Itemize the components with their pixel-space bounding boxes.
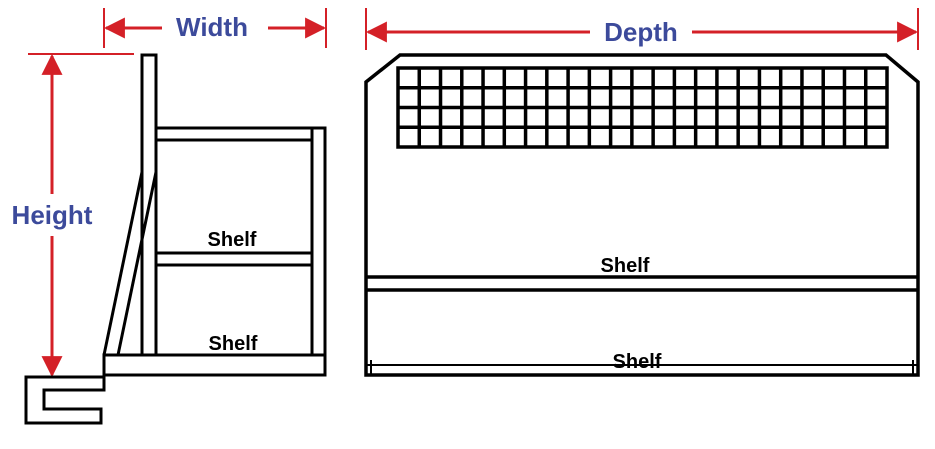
side-shelf-label-upper: Shelf [208, 229, 257, 251]
side-base [102, 353, 327, 377]
mesh-grid [396, 66, 889, 149]
diagonal-brace-outer [102, 171, 144, 356]
front-shelf-label-lower: Shelf [613, 351, 662, 373]
width-dimension: Width [103, 8, 327, 48]
height-dimension: Height [12, 53, 134, 378]
depth-label: Depth [604, 17, 678, 47]
floor-hook [24, 375, 106, 425]
diagonal-brace-inner [116, 171, 158, 356]
side-view [24, 53, 327, 425]
front-outline [364, 53, 920, 377]
height-label: Height [12, 200, 93, 230]
depth-dimension: Depth [365, 8, 919, 50]
front-post [310, 126, 327, 358]
front-shelf-label-upper: Shelf [601, 255, 650, 277]
width-label: Width [176, 12, 248, 42]
side-shelf-label-lower: Shelf [209, 333, 258, 355]
front-view [364, 53, 920, 377]
